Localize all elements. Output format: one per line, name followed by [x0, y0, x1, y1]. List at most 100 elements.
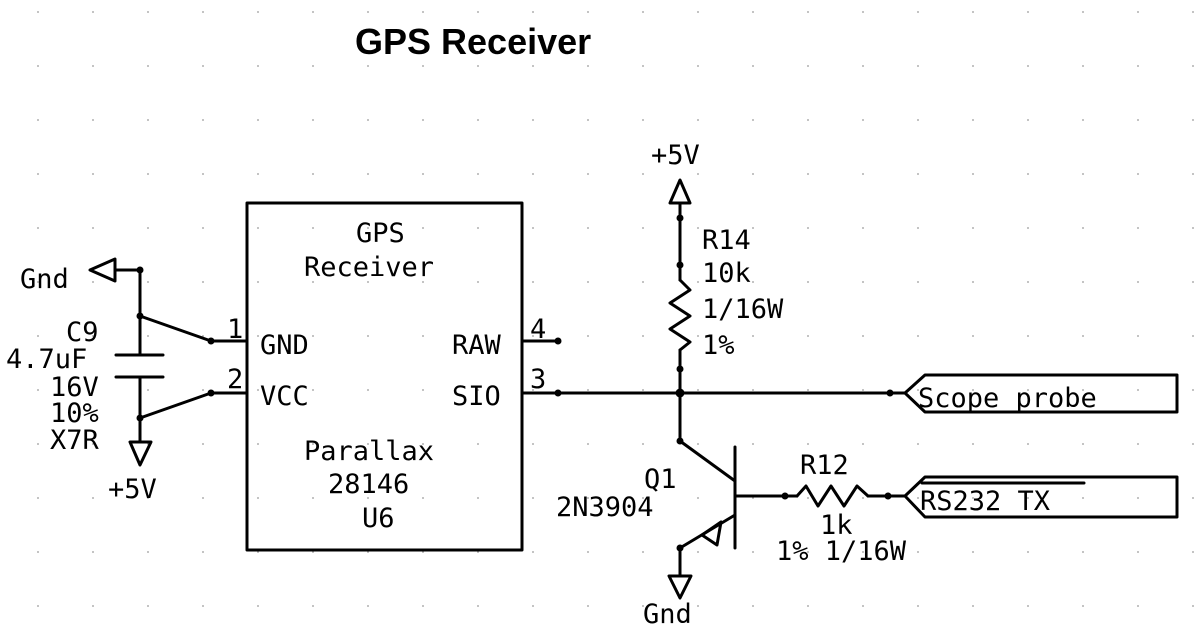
- grid-dot: [147, 551, 149, 553]
- r14-power: 1/16W: [702, 294, 784, 325]
- grid-dot: [367, 227, 369, 229]
- grid-dot: [697, 335, 699, 337]
- grid-dot: [1192, 389, 1194, 391]
- grid-dot: [587, 119, 589, 121]
- grid-dot: [532, 551, 534, 553]
- grid-dot: [37, 119, 39, 121]
- grid-dot: [642, 605, 644, 607]
- left-power-network: Gnd +5V C9 4.7uF 16V 10% X7R: [6, 257, 213, 505]
- grid-dot: [532, 605, 534, 607]
- grid-dot: [1027, 443, 1029, 445]
- grid-dot: [257, 65, 259, 67]
- grid-dot: [37, 65, 39, 67]
- grid-dot: [477, 497, 479, 499]
- c9-tolerance: 10%: [50, 398, 99, 429]
- grid-dot: [202, 389, 204, 391]
- sio-network: +5V R14 10k 1/16W 1%: [520, 140, 907, 445]
- grid-dot: [37, 497, 39, 499]
- vcc-left-label: +5V: [108, 474, 157, 505]
- grid-dot: [917, 227, 919, 229]
- grid-dot: [807, 497, 809, 499]
- grid-dot: [312, 65, 314, 67]
- module-manufacturer: Parallax: [304, 436, 434, 467]
- grid-dot: [1082, 281, 1084, 283]
- grid-dot: [367, 605, 369, 607]
- grid-dot: [1192, 173, 1194, 175]
- grid-dot: [532, 335, 534, 337]
- grid-dot: [257, 119, 259, 121]
- resistor-r12: R12 1k 1% 1/16W: [776, 450, 907, 567]
- grid-dot: [697, 497, 699, 499]
- q1-part: 2N3904: [556, 492, 654, 523]
- grid-dot: [37, 605, 39, 607]
- grid-dot: [532, 173, 534, 175]
- grid-dot: [37, 227, 39, 229]
- grid-dot: [92, 11, 94, 13]
- grid-dot: [862, 335, 864, 337]
- gnd-bottom-symbol: [667, 574, 693, 600]
- grid-dot: [972, 119, 974, 121]
- grid-dot: [862, 173, 864, 175]
- grid-dot: [1137, 389, 1139, 391]
- gnd-left-label: Gnd: [20, 264, 69, 295]
- grid-dot: [862, 605, 864, 607]
- grid-dot: [1082, 497, 1084, 499]
- grid-dot: [1082, 11, 1084, 13]
- module-ref: U6: [362, 503, 395, 534]
- gps-module-u6: GPS Receiver Parallax 28146 U6 GND VCC R…: [207, 201, 562, 552]
- grid-dot: [257, 443, 259, 445]
- grid-dot: [1082, 335, 1084, 337]
- grid-dot: [532, 11, 534, 13]
- grid-dot: [642, 119, 644, 121]
- grid-dot: [312, 227, 314, 229]
- grid-dot: [642, 65, 644, 67]
- r14-body: [668, 278, 692, 352]
- grid-dot: [807, 551, 809, 553]
- grid-dot: [917, 389, 919, 391]
- grid-dot: [587, 551, 589, 553]
- grid-dot: [697, 65, 699, 67]
- grid-dot: [202, 497, 204, 499]
- grid-dot: [807, 389, 809, 391]
- grid-dot: [147, 119, 149, 121]
- grid-dot: [532, 119, 534, 121]
- grid-dot: [92, 335, 94, 337]
- grid-dot: [807, 605, 809, 607]
- grid-dot: [422, 119, 424, 121]
- grid-dot: [257, 389, 259, 391]
- grid-dot: [532, 227, 534, 229]
- grid-dot: [1082, 551, 1084, 553]
- grid-dot: [1192, 11, 1194, 13]
- grid-dot: [532, 281, 534, 283]
- rs232-tx-port: RS232 TX: [903, 475, 1179, 519]
- grid-dot: [972, 173, 974, 175]
- grid-dot: [752, 227, 754, 229]
- grid-dot: [972, 65, 974, 67]
- grid-dot: [257, 173, 259, 175]
- pin-number-1: 1: [227, 314, 243, 345]
- grid-dot: [1137, 11, 1139, 13]
- grid-dot: [862, 443, 864, 445]
- grid-dot: [642, 389, 644, 391]
- grid-dot: [752, 11, 754, 13]
- grid-dot: [257, 497, 259, 499]
- grid-dot: [1082, 173, 1084, 175]
- grid-dot: [147, 65, 149, 67]
- grid-dot: [587, 389, 589, 391]
- grid-dot: [422, 497, 424, 499]
- grid-dot: [532, 389, 534, 391]
- grid-dot: [312, 605, 314, 607]
- grid-dot: [752, 389, 754, 391]
- grid-dot: [477, 227, 479, 229]
- grid-dot: [37, 173, 39, 175]
- schematic-title: GPS Receiver: [355, 21, 591, 62]
- grid-dot: [202, 119, 204, 121]
- grid-dot: [202, 173, 204, 175]
- grid-dot: [697, 443, 699, 445]
- grid-dot: [477, 65, 479, 67]
- scope-port-outline: [903, 373, 1179, 414]
- grid-dot: [367, 119, 369, 121]
- grid-dot: [587, 281, 589, 283]
- grid-dot: [312, 119, 314, 121]
- grid-dot: [367, 389, 369, 391]
